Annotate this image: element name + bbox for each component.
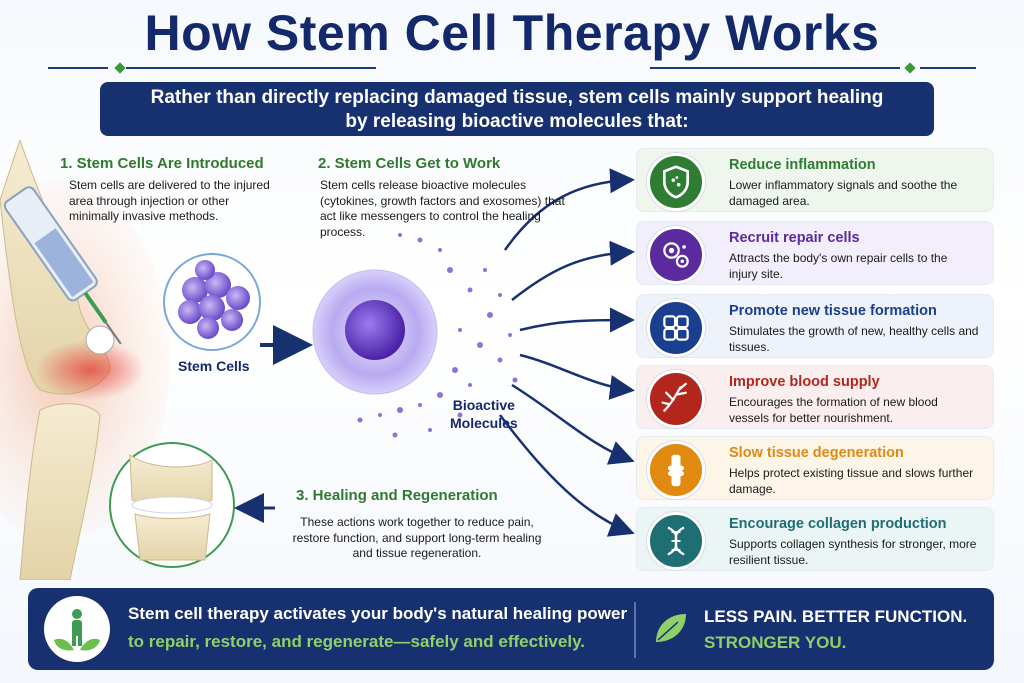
- benefit-title: Promote new tissue formation: [729, 303, 937, 319]
- bioactive-molecules-label: Bioactive Molecules: [450, 396, 518, 432]
- big-stem-cell: [312, 269, 438, 395]
- step-1-title: 1. Stem Cells Are Introduced: [60, 155, 264, 172]
- benefit-text: Attracts the body's own repair cells to …: [729, 251, 948, 281]
- title-accent-diamond-right: [904, 62, 916, 74]
- benefit-card-improve-blood-supply: Improve blood supply Encourages the form…: [636, 365, 994, 429]
- benefit-card-promote-new-tissue: Promote new tissue formation Stimulates …: [636, 294, 994, 358]
- tissue-grid-icon: [647, 299, 705, 357]
- blood-vessel-icon: [647, 370, 705, 428]
- title-underline-right: [650, 67, 900, 69]
- benefit-card-collagen: Encourage collagen production Supports c…: [636, 507, 994, 571]
- benefit-title: Improve blood supply: [729, 374, 880, 390]
- joint-bone-icon: [647, 441, 705, 499]
- bioactive-label-line-1: Bioactive: [452, 397, 515, 413]
- shield-icon: [647, 153, 705, 211]
- benefit-text: Helps protect existing tissue and slows …: [729, 466, 974, 496]
- title-underline-right-2: [920, 67, 976, 69]
- footer-message-line-1: Stem cell therapy activates your body's …: [128, 604, 628, 623]
- benefit-text: Encourages the formation of new blood ve…: [729, 395, 938, 425]
- benefit-arrows: [499, 168, 635, 537]
- title-accent-diamond: [114, 62, 126, 74]
- step-2-title: 2. Stem Cells Get to Work: [318, 155, 501, 172]
- step-2-text: Stem cells release bioactive molecules (…: [320, 178, 565, 239]
- footer-banner: [28, 588, 994, 670]
- intro-line-2: by releasing bioactive molecules that:: [345, 111, 689, 132]
- benefit-card-reduce-inflammation: Reduce inflammation Lower inflammatory s…: [636, 148, 994, 212]
- footer-slogan-line-2: STRONGER YOU.: [704, 633, 847, 652]
- step-3-title: 3. Healing and Regeneration: [296, 487, 498, 504]
- benefit-text: Supports collagen synthesis for stronger…: [729, 537, 977, 567]
- bioactive-dots: [357, 233, 518, 438]
- benefit-title: Recruit repair cells: [729, 230, 860, 246]
- cells-icon: [647, 226, 705, 284]
- page-title: How Stem Cell Therapy Works: [144, 5, 880, 61]
- footer-slogan-line-1: LESS PAIN. BETTER FUNCTION.: [704, 607, 968, 626]
- step-1-text: Stem cells are delivered to the injured …: [69, 178, 270, 223]
- benefit-text: Stimulates the growth of new, healthy ce…: [729, 324, 979, 354]
- dna-icon: [647, 512, 705, 570]
- process-illustration: [0, 140, 635, 580]
- title-underline-left-2: [126, 67, 376, 69]
- footer-message-line-2: to repair, restore, and regenerate—safel…: [128, 632, 585, 651]
- intro-banner: Rather than directly replacing damaged t…: [100, 82, 934, 136]
- footer-divider: [634, 602, 636, 658]
- stem-cells-cluster: [163, 253, 261, 351]
- syringe-icon: [3, 186, 122, 345]
- healed-knee-illustration: [109, 442, 235, 568]
- benefit-title: Slow tissue degeneration: [729, 445, 904, 461]
- benefit-card-recruit-repair-cells: Recruit repair cells Attracts the body's…: [636, 221, 994, 285]
- benefit-text: Lower inflammatory signals and soothe th…: [729, 178, 958, 208]
- step-3-text: These actions work together to reduce pa…: [292, 515, 542, 560]
- title-underline-left: [48, 67, 108, 69]
- benefit-card-slow-degeneration: Slow tissue degeneration Helps protect e…: [636, 436, 994, 500]
- leaf-icon: [650, 608, 690, 648]
- person-growth-icon: [44, 596, 110, 662]
- intro-line-1: Rather than directly replacing damaged t…: [150, 87, 884, 108]
- benefit-title: Encourage collagen production: [729, 516, 947, 532]
- bioactive-label-line-2: Molecules: [450, 415, 518, 431]
- stem-cells-label: Stem Cells: [178, 358, 250, 374]
- benefit-title: Reduce inflammation: [729, 157, 876, 173]
